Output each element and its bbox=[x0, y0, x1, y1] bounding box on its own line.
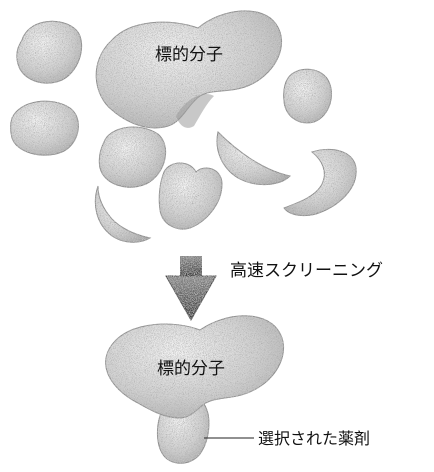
compound-crescent-1 bbox=[216, 131, 292, 185]
screening-arrow: 高速スクリーニング bbox=[165, 256, 383, 322]
target-label-top: 標的分子 bbox=[155, 45, 223, 65]
compound-blob-3 bbox=[10, 100, 79, 156]
selected-drug-label: 選択された薬剤 bbox=[258, 429, 370, 448]
target-label-bottom: 標的分子 bbox=[157, 359, 225, 379]
compound-blob-4 bbox=[98, 126, 167, 188]
compound-blob-2 bbox=[283, 68, 332, 124]
arrow-head bbox=[165, 275, 217, 322]
process-label: 高速スクリーニング bbox=[230, 261, 383, 281]
target-pocket-shadow-top bbox=[176, 94, 214, 128]
target-molecule-bottom bbox=[105, 315, 285, 419]
compound-crescent-3 bbox=[94, 185, 152, 243]
binding-result: 標的分子 選択された薬剤 bbox=[105, 315, 370, 464]
screening-pool: 標的分子 bbox=[10, 10, 357, 243]
compound-blob-5 bbox=[158, 162, 223, 230]
arrow-shaft bbox=[180, 256, 202, 278]
target-molecule-top bbox=[95, 10, 283, 129]
compound-blob-1 bbox=[16, 20, 83, 84]
compound-crescent-2 bbox=[283, 148, 357, 217]
